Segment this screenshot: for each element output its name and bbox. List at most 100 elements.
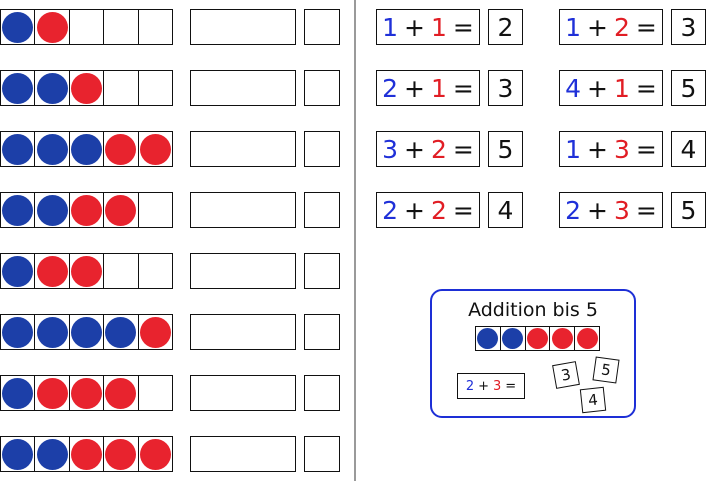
addend-b: 2 bbox=[431, 134, 447, 164]
frame-cell bbox=[139, 10, 172, 44]
frame-cell bbox=[104, 71, 139, 105]
frame-cell bbox=[104, 132, 139, 166]
equals-sign: = bbox=[452, 12, 474, 42]
frame-cell bbox=[139, 315, 172, 349]
equals-sign: = bbox=[452, 73, 474, 103]
equation-expression: 1+1= bbox=[376, 9, 480, 45]
frame-cell bbox=[139, 132, 172, 166]
blue-counter bbox=[36, 438, 68, 470]
equation-expression: 1+2= bbox=[559, 9, 663, 45]
frame-cell bbox=[139, 437, 172, 471]
red-counter bbox=[105, 133, 137, 165]
red-counter bbox=[105, 377, 137, 409]
red-counter bbox=[71, 255, 103, 287]
ten-frame bbox=[0, 192, 173, 228]
equation-answer-box[interactable] bbox=[190, 375, 296, 411]
ten-frame bbox=[0, 375, 173, 411]
red-counter bbox=[139, 133, 171, 165]
mini-frame-cell bbox=[550, 327, 576, 350]
frame-cell bbox=[104, 437, 139, 471]
frame-cell bbox=[35, 71, 70, 105]
card-eq-addend-a: 2 bbox=[465, 378, 475, 394]
equals-sign: = bbox=[635, 134, 657, 164]
addend-a: 1 bbox=[565, 12, 582, 42]
blue-counter bbox=[36, 133, 68, 165]
frame-cell bbox=[139, 193, 172, 227]
ten-frame bbox=[0, 253, 173, 289]
equation-result: 3 bbox=[488, 70, 523, 106]
ten-frame bbox=[0, 131, 173, 167]
frame-cell bbox=[70, 315, 105, 349]
frame-cell bbox=[35, 132, 70, 166]
red-counter bbox=[71, 438, 103, 470]
frame-cell bbox=[70, 193, 105, 227]
blue-counter bbox=[36, 72, 68, 104]
sum-answer-box[interactable] bbox=[304, 436, 340, 472]
frame-cell bbox=[70, 132, 105, 166]
frame-cell bbox=[104, 254, 139, 288]
sum-answer-box[interactable] bbox=[304, 253, 340, 289]
addend-a: 4 bbox=[565, 73, 582, 103]
equation-answer-box[interactable] bbox=[190, 436, 296, 472]
sum-answer-box[interactable] bbox=[304, 375, 340, 411]
addend-a: 1 bbox=[382, 12, 399, 42]
card-eq-addend-b: 3 bbox=[493, 378, 502, 394]
equation-answer-box[interactable] bbox=[190, 253, 296, 289]
equation-expression: 3+2= bbox=[376, 131, 480, 167]
column-divider bbox=[354, 0, 356, 481]
frame-cell bbox=[104, 315, 139, 349]
plus-sign: + bbox=[404, 73, 425, 103]
addend-a: 2 bbox=[382, 73, 399, 103]
equation-answer-box[interactable] bbox=[190, 314, 296, 350]
addend-a: 2 bbox=[565, 195, 582, 225]
equals-sign: = bbox=[452, 195, 474, 225]
frame-cell bbox=[35, 437, 70, 471]
blue-counter bbox=[2, 11, 34, 43]
number-tile: 5 bbox=[592, 356, 620, 384]
frame-cell bbox=[70, 254, 105, 288]
plus-sign: + bbox=[587, 73, 608, 103]
blue-counter bbox=[2, 194, 34, 226]
sum-answer-box[interactable] bbox=[304, 192, 340, 228]
red-counter bbox=[551, 328, 573, 349]
red-counter bbox=[71, 377, 103, 409]
equals-sign: = bbox=[452, 134, 474, 164]
red-counter bbox=[36, 255, 68, 287]
sum-answer-box[interactable] bbox=[304, 131, 340, 167]
frame-cell bbox=[1, 376, 36, 410]
equation-result: 5 bbox=[671, 70, 706, 106]
equation-result: 4 bbox=[671, 131, 706, 167]
ten-frame bbox=[0, 436, 173, 472]
blue-counter bbox=[105, 316, 137, 348]
sum-answer-box[interactable] bbox=[304, 9, 340, 45]
red-counter bbox=[71, 72, 103, 104]
blue-counter bbox=[36, 316, 68, 348]
frame-cell bbox=[104, 376, 139, 410]
card-dot-frame bbox=[475, 326, 600, 351]
equation-expression: 2+1= bbox=[376, 70, 480, 106]
sum-answer-box[interactable] bbox=[304, 70, 340, 106]
equation-answer-box[interactable] bbox=[190, 70, 296, 106]
card-eq-equals: = bbox=[505, 378, 517, 394]
equation-answer-box[interactable] bbox=[190, 131, 296, 167]
sum-answer-box[interactable] bbox=[304, 314, 340, 350]
ten-frame-row bbox=[0, 375, 345, 411]
equation-answer-box[interactable] bbox=[190, 9, 296, 45]
ten-frame-row bbox=[0, 253, 345, 289]
frame-cell bbox=[70, 10, 105, 44]
mini-frame-cell bbox=[526, 327, 551, 350]
addend-a: 2 bbox=[382, 195, 399, 225]
blue-counter bbox=[2, 438, 34, 470]
addend-b: 2 bbox=[431, 195, 447, 225]
ten-frame-row bbox=[0, 70, 345, 106]
equation-result: 4 bbox=[488, 192, 523, 228]
blue-counter bbox=[71, 133, 103, 165]
blue-counter bbox=[71, 316, 103, 348]
addend-a: 1 bbox=[565, 134, 582, 164]
equals-sign: = bbox=[635, 195, 657, 225]
equation-answer-box[interactable] bbox=[190, 192, 296, 228]
addend-b: 2 bbox=[614, 12, 630, 42]
plus-sign: + bbox=[587, 12, 608, 42]
blue-counter bbox=[502, 328, 524, 349]
frame-cell bbox=[1, 315, 36, 349]
